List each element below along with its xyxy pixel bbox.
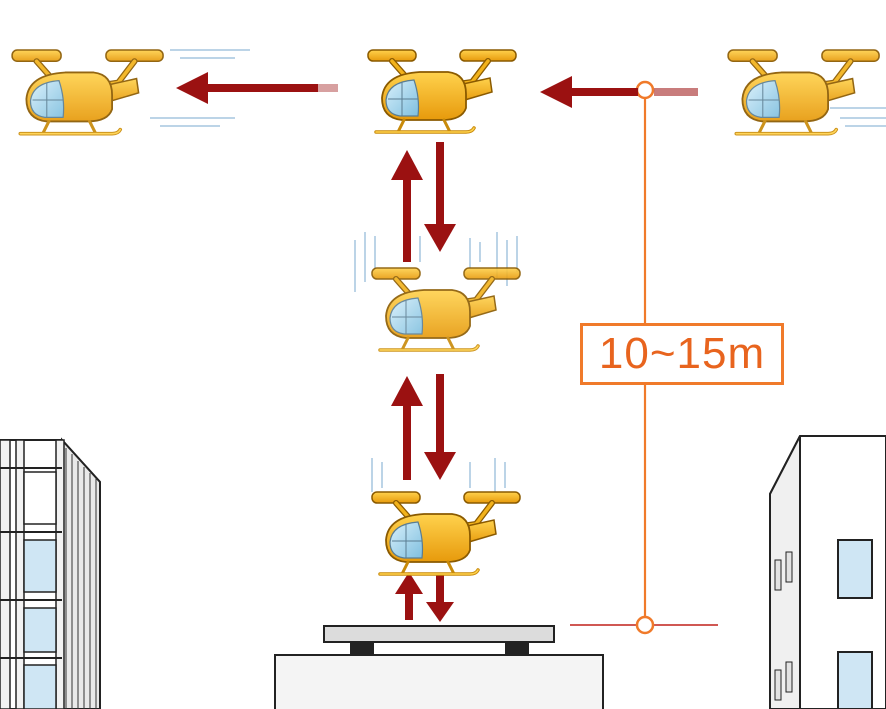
landing-pad-building (274, 625, 604, 709)
right-building (769, 435, 886, 709)
drone-top-left (12, 50, 163, 134)
drone-middle (372, 268, 520, 350)
vertical-arrows (391, 142, 456, 622)
drone-top-right (728, 50, 879, 134)
drone-top-center (368, 50, 516, 132)
height-label: 10~15m (580, 323, 784, 385)
motion-lines (150, 49, 886, 494)
left-building (0, 437, 101, 709)
drone-bottom (372, 492, 520, 574)
horizontal-arrows (176, 72, 698, 108)
